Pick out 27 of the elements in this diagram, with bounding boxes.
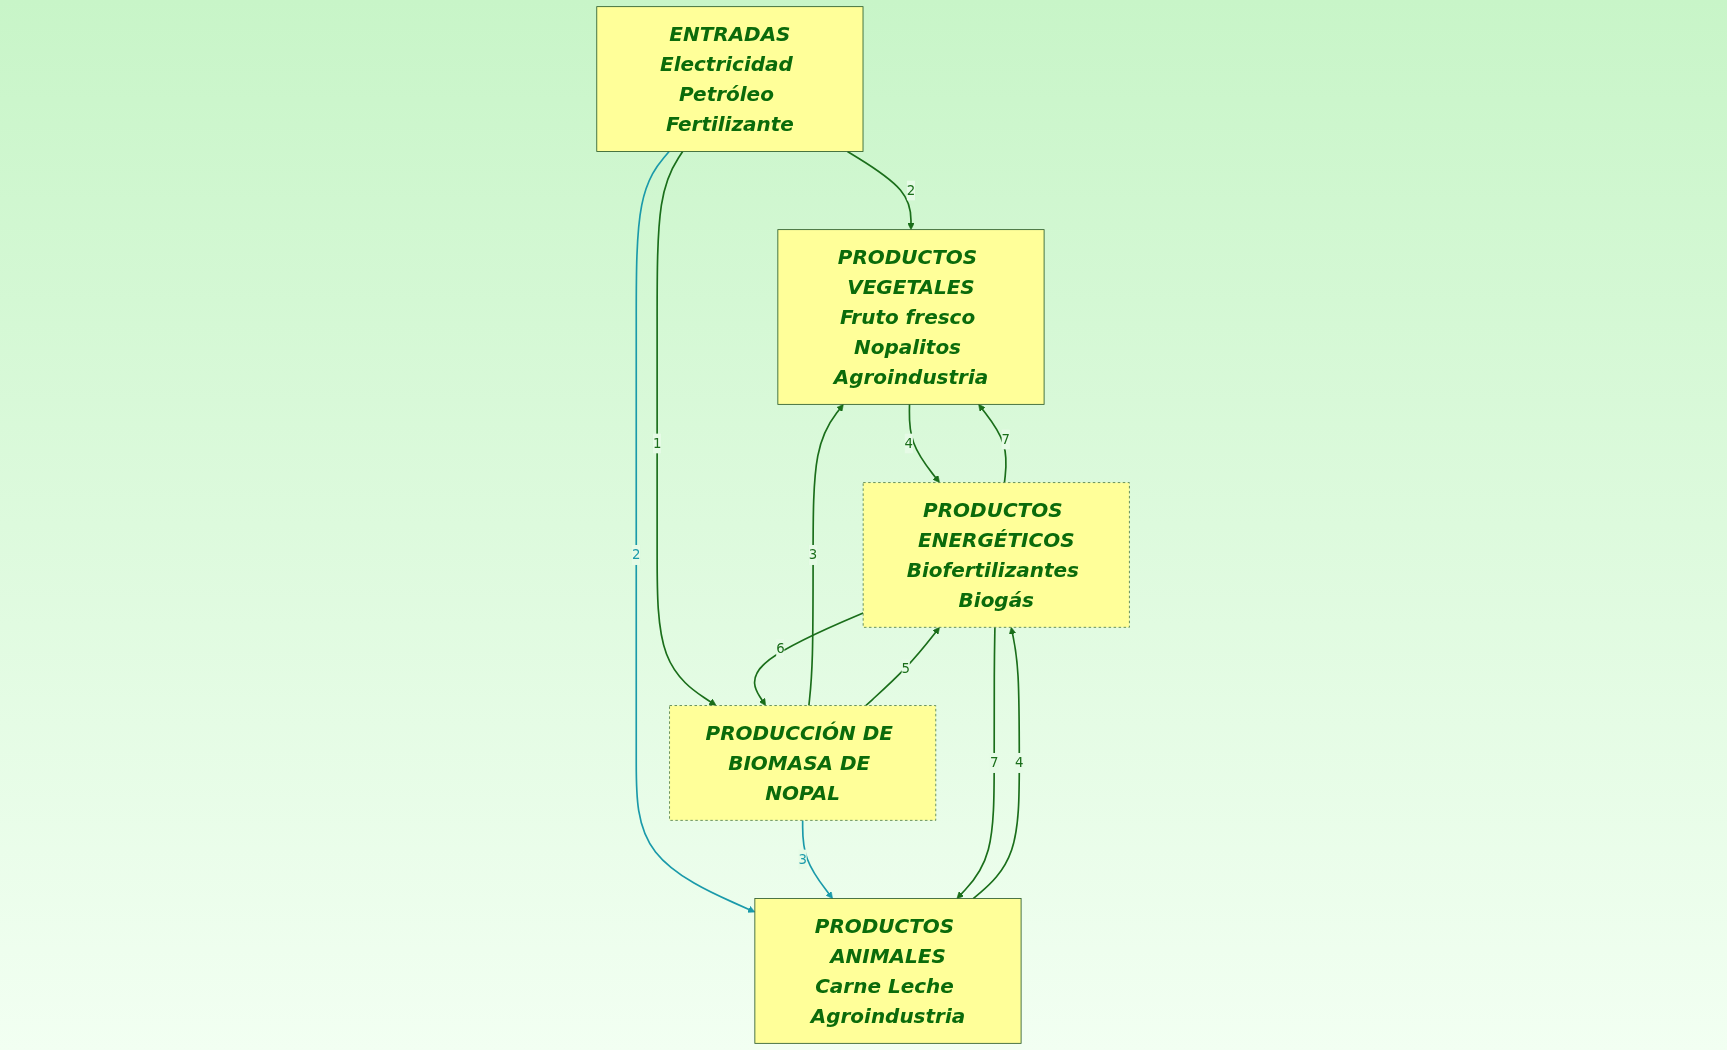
node-box: PRODUCTOS ANIMALES Carne Leche Agroindustria: [754, 898, 1022, 1044]
arrow: [978, 404, 1008, 484]
node-box: PRODUCCIÓN DE BIOMASA DE NOPAL: [669, 705, 937, 821]
node-box: PRODUCTOS ENERGÉTICOS Biofertilizantes Biogás: [863, 482, 1131, 628]
arrow: [635, 150, 756, 913]
node-box: PRODUCTOS VEGETALES Fruto fresco Nopalitos Agroindustria: [777, 229, 1045, 405]
node-box: ENTRADAS Electricidad Petróleo Fertilizante: [596, 6, 864, 152]
edge-label: 6: [776, 640, 786, 657]
edge-label: 3: [798, 851, 808, 867]
edge-label: 5: [901, 660, 911, 677]
arrow: [656, 150, 717, 706]
arrow: [972, 627, 1021, 900]
edge-label: 7: [990, 754, 999, 771]
arrow: [865, 627, 941, 707]
arrow: [808, 404, 845, 707]
edge-label: 1: [653, 435, 662, 451]
arrow: [802, 819, 834, 899]
arrow: [847, 150, 916, 230]
arrow: [957, 626, 997, 899]
edge-label: 4: [1015, 754, 1024, 771]
edge-label: 2: [632, 546, 641, 563]
arrow: [754, 612, 865, 706]
edge-label: 4: [905, 435, 914, 451]
edge-label: 3: [809, 546, 818, 563]
arrow: [908, 403, 941, 483]
edge-label: 7: [1001, 431, 1011, 447]
edge-label: 2: [907, 182, 916, 199]
